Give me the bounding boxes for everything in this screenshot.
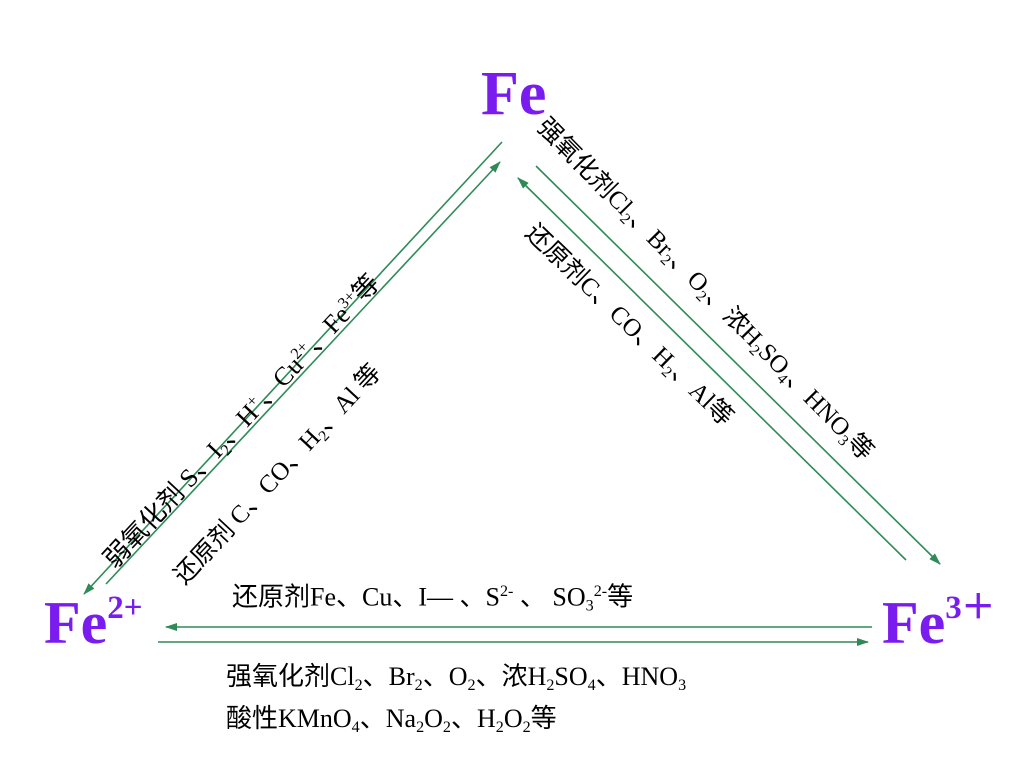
label-text: 、Br [362,662,415,691]
label-fe3-to-fe2: 还原剂Fe、Cu、I— 、S2- 、 SO32-等 [232,582,634,615]
node-fe: Fe [481,63,546,125]
subscript: 4 [351,718,360,736]
node-fe2-charge: 2+ [107,590,143,626]
node-fe2: Fe2+ [44,592,143,653]
label-text: O [503,704,523,733]
arrow-fe2-to-fe [105,161,501,585]
label-text: 、S [453,582,500,612]
label-text: 强氧化剂Cl [226,662,355,691]
subscript: 3 [585,597,594,615]
label-text: O [424,704,443,733]
label-fe2-to-fe3-line2: 酸性KMnO4、Na2O2、H2O2等 [226,706,557,736]
arrow-fe-to-fe2 [83,141,503,595]
label-text: 、浓H [475,662,547,691]
label-text: 、HNO [595,662,679,691]
label-text: SO [554,662,588,691]
label-text: 、 SO [513,582,586,612]
node-fe-label: Fe [481,60,547,128]
subscript: 2 [354,676,363,694]
label-text: 、O [422,662,468,691]
label-text: 、H [450,704,496,733]
node-fe3: Fe3＋ [882,592,995,653]
subscript: 2 [442,718,451,736]
subscript: 2 [546,676,555,694]
label-fe2-to-fe3-line1: 强氧化剂Cl2、Br2、O2、浓H2SO4、HNO3 [226,664,686,694]
arrow-fe-to-fe3 [535,165,941,565]
arrow-fe3-to-fe [517,177,907,561]
subscript: 2 [414,676,423,694]
subscript: 2 [467,676,476,694]
subscript: 2 [495,718,504,736]
subscript: 3 [678,676,687,694]
subscript: 4 [587,676,596,694]
label-text: 等 [530,704,557,733]
superscript: 2- [593,583,608,600]
node-fe2-base: Fe [44,589,108,656]
label-text: 还原剂Fe、Cu、I [232,582,428,612]
superscript: 2- [499,583,514,600]
subscript: 2 [416,718,425,736]
label-text: 、Na [359,704,417,733]
node-fe3-charge: 3＋ [945,590,995,626]
subscript: 2 [522,718,531,736]
label-text: — [427,582,454,612]
node-fe3-base: Fe [882,589,946,656]
label-text: 等 [607,582,634,612]
label-text: 酸性KMnO [226,704,352,733]
